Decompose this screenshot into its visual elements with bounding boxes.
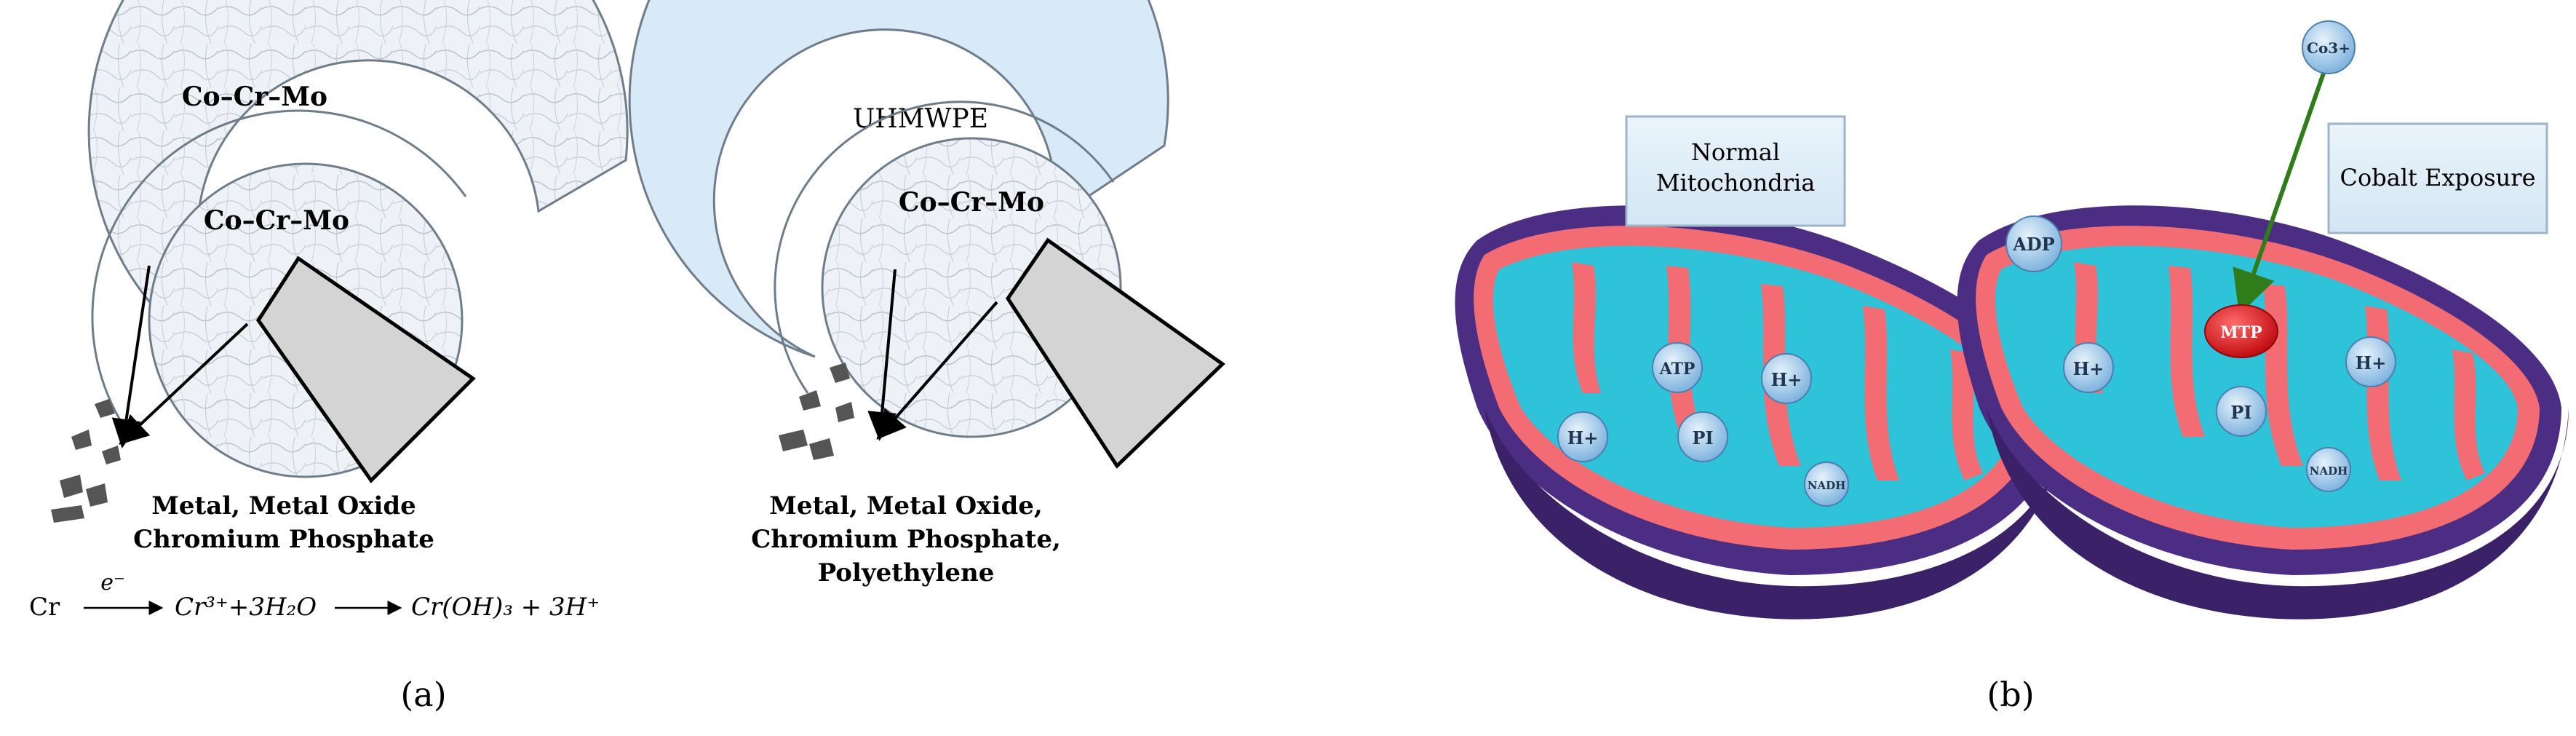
svg-text:H+: H+	[2356, 352, 2387, 373]
svg-text:NADH: NADH	[1808, 479, 1846, 492]
svg-text:ADP: ADP	[2012, 234, 2054, 255]
svg-text:H+: H+	[1771, 369, 1802, 390]
normal-box: Normal Mitochondria	[1625, 115, 1846, 227]
wear-arrow-right-2	[876, 301, 998, 440]
head-gap-line	[91, 109, 467, 438]
uhmwpe-cup-shell	[628, 0, 1169, 358]
bubble-h-plus-2: H+	[1761, 353, 1812, 404]
wear-arrow-2	[119, 323, 249, 445]
bubble-h-plus-3: H+	[2063, 342, 2114, 393]
bubble-h-plus-1: H+	[1557, 411, 1608, 462]
outer-cup-shell	[87, 0, 629, 402]
bubble-pi: PI	[1677, 411, 1728, 462]
svg-text:ATP: ATP	[1659, 360, 1696, 379]
head-gap-line-right	[774, 100, 1115, 394]
bubble-mtp: MTP	[2204, 304, 2278, 358]
stem-wedge	[255, 256, 476, 483]
svg-text:H+: H+	[1567, 427, 1599, 448]
debris-label-right-line2: Chromium Phosphate,	[751, 525, 1061, 554]
panel-b-cobalt: Cobalt Exposure Co3+ ADP H+ MTP PI H+	[1957, 20, 2569, 620]
cobalt-arrow	[2233, 68, 2327, 315]
femoral-head-right	[821, 137, 1122, 438]
head-label: Co–Cr–Mo	[204, 205, 349, 236]
svg-text:MTP: MTP	[2220, 323, 2262, 342]
bubble-adp: ADP	[2005, 215, 2062, 272]
cobalt-ion-label: Co3+	[2307, 39, 2350, 57]
normal-box-line1: Normal	[1691, 138, 1780, 166]
equation-electron: e⁻	[100, 570, 125, 595]
bubble-nadh-2: NADH	[2306, 447, 2351, 492]
svg-text:PI: PI	[1692, 427, 1713, 448]
debris-label-line1: Metal, Metal Oxide	[151, 491, 416, 521]
stem-wedge-right	[1005, 237, 1225, 469]
equation-product1: Cr³⁺+3H₂O	[175, 593, 317, 622]
caption-a: (a)	[400, 675, 446, 714]
debris-label-right-line1: Metal, Metal Oxide,	[769, 491, 1042, 521]
debris-particles	[51, 399, 121, 523]
debris-label-line2: Chromium Phosphate	[133, 525, 434, 554]
bubble-pi-2: PI	[2216, 386, 2267, 437]
panel-b-normal: Normal Mitochondria H+ ATP PI H+ NADH	[1455, 115, 2067, 620]
svg-text:NADH: NADH	[2310, 464, 2348, 478]
svg-text:PI: PI	[2230, 402, 2251, 423]
uhmwpe-label: UHMWPE	[853, 104, 988, 134]
cobalt-box: Cobalt Exposure	[2327, 122, 2548, 234]
bubble-h-plus-4: H+	[2345, 336, 2396, 387]
head-label-right: Co–Cr–Mo	[899, 187, 1044, 218]
debris-label-right-line3: Polyethylene	[818, 558, 995, 587]
equation-reactant: Cr	[29, 593, 60, 622]
panel-a-right: UHMWPE Co–Cr–Mo Metal, Metal Oxide, Chro…	[628, 0, 1225, 587]
wear-arrow-right-1	[867, 269, 897, 441]
corrosion-equation: Cr e⁻ Cr³⁺+3H₂O Cr(OH)₃ + 3H⁺	[29, 570, 600, 622]
caption-b: (b)	[1987, 675, 2034, 714]
panel-a-left: Co–Cr–Mo Co–Cr–Mo Metal, Metal Oxide Chr…	[29, 0, 629, 622]
bubble-atp: ATP	[1652, 342, 1703, 393]
equation-product2: Cr(OH)₃ + 3H⁺	[411, 593, 600, 622]
wear-arrow-1	[111, 265, 151, 448]
normal-box-line2: Mitochondria	[1656, 169, 1816, 197]
mito-bottom-shell	[1484, 408, 2067, 620]
cobalt-ion: Co3+	[2302, 20, 2356, 74]
debris-particles-right	[779, 363, 854, 460]
outer-cup-label: Co–Cr–Mo	[182, 82, 327, 112]
mito-bottom-shell-2	[1987, 408, 2569, 620]
bubble-nadh: NADH	[1804, 462, 1849, 507]
svg-text:H+: H+	[2073, 358, 2104, 379]
cobalt-box-label: Cobalt Exposure	[2340, 164, 2536, 191]
